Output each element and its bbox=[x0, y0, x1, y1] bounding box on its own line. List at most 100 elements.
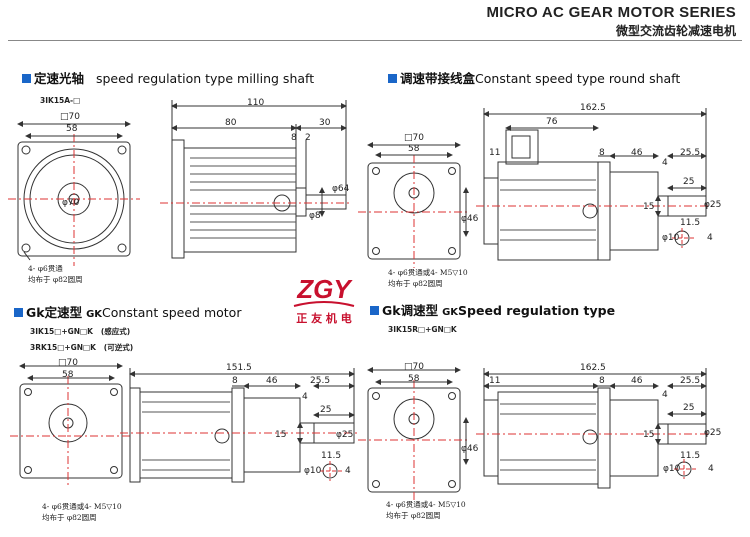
section-4-model: 3IK15R□+GN□K bbox=[388, 325, 457, 334]
dim-label: 46 bbox=[631, 376, 643, 386]
section-3-gk: GK bbox=[86, 309, 103, 320]
dim-label: □70 bbox=[60, 112, 80, 122]
s1-note-line-1: 4- φ6贯通 bbox=[28, 264, 63, 273]
section-2-cn: 调速带接线盒 bbox=[400, 71, 476, 86]
dim-label: 25.5 bbox=[310, 376, 331, 386]
section-4-gk: GK bbox=[442, 307, 459, 318]
model-1-code: 3IK15□+GN□K bbox=[30, 327, 93, 336]
company-logo: ZGY 正 友 机 电 bbox=[284, 268, 364, 342]
dim-label: 58 bbox=[66, 124, 78, 134]
s3-note-line-2: 均布于 φ82圆周 bbox=[42, 513, 97, 522]
dim-label: 25.5 bbox=[680, 148, 701, 158]
dim-label: φ8 bbox=[309, 211, 321, 221]
s2-note-line-1: 4- φ6贯通或4- M5▽10 bbox=[388, 268, 468, 277]
section-3-model-1: 3IK15□+GN□K (感应式) bbox=[30, 326, 130, 337]
dim-label: 15 bbox=[643, 202, 655, 212]
dim-label: φ25 bbox=[336, 430, 354, 440]
logo-letters: ZGY bbox=[296, 274, 353, 304]
section-3-model-2: 3RK15□+GN□K (可逆式) bbox=[30, 342, 133, 353]
dim-label: 25 bbox=[683, 177, 695, 187]
dim-label: 11 bbox=[489, 376, 501, 386]
section-3-cn: 定速型 bbox=[44, 305, 83, 320]
dim-label: φ10 bbox=[304, 466, 322, 476]
s4-note-line-1: 4- φ6贯通或4- M5▽10 bbox=[386, 500, 466, 509]
dim-label: 8 bbox=[599, 376, 605, 386]
s3-side-view bbox=[120, 368, 358, 483]
s2-side-view bbox=[476, 108, 712, 261]
section-2-heading: 调速带接线盒Constant speed type round shaft bbox=[388, 68, 680, 87]
dim-label: φ10 bbox=[662, 233, 680, 243]
dim-label: 46 bbox=[266, 376, 278, 386]
dim-label: 162.5 bbox=[580, 103, 606, 113]
model-1-note: (感应式) bbox=[100, 327, 131, 336]
section-3-heading: Gk定速型 GKConstant speed motor bbox=[14, 302, 241, 321]
dim-label: φ64 bbox=[332, 184, 350, 194]
section-1-heading: 定速光轴 speed regulation type milling shaft bbox=[22, 68, 314, 87]
dim-label: 11 bbox=[489, 148, 501, 158]
dim-label: 25 bbox=[683, 403, 695, 413]
dim-label: 46 bbox=[631, 148, 643, 158]
dim-label: 25 bbox=[320, 405, 332, 415]
dim-label: 4 bbox=[302, 392, 308, 402]
s1-side-view bbox=[160, 100, 350, 259]
section-bullet-icon bbox=[22, 74, 31, 83]
dim-label: 15 bbox=[643, 430, 655, 440]
dim-label: 151.5 bbox=[226, 363, 252, 373]
section-4-heading: Gk调速型 GKSpeed regulation type bbox=[370, 300, 615, 319]
dim-label: 15 bbox=[275, 430, 287, 440]
dim-label: 11.5 bbox=[680, 218, 701, 228]
section-1-cn: 定速光轴 bbox=[34, 71, 85, 86]
dim-label: 4 bbox=[345, 466, 351, 476]
section-bullet-icon bbox=[14, 308, 23, 317]
s3-front-view bbox=[10, 363, 132, 488]
dim-label: 8 bbox=[291, 133, 297, 143]
dim-label: φ70 bbox=[62, 198, 80, 208]
section-2-en: Constant speed type round shaft bbox=[475, 71, 681, 86]
dim-label: 58 bbox=[62, 370, 74, 380]
dim-label: □70 bbox=[58, 358, 78, 368]
dim-label: 58 bbox=[408, 374, 420, 384]
dim-label: 4 bbox=[662, 390, 668, 400]
section-bullet-icon bbox=[388, 74, 397, 83]
s3-note-line-1: 4- φ6贯通或4- M5▽10 bbox=[42, 502, 122, 511]
s4-front-view bbox=[358, 367, 470, 500]
s1-note-line-2: 均布于 φ82圆周 bbox=[28, 275, 83, 284]
dim-label: □70 bbox=[404, 133, 424, 143]
dim-label: 4 bbox=[707, 233, 713, 243]
dim-label: 8 bbox=[232, 376, 238, 386]
dim-label: 4 bbox=[708, 464, 714, 474]
dim-label: φ25 bbox=[704, 200, 722, 210]
dim-label: □70 bbox=[404, 362, 424, 372]
dim-label: φ46 bbox=[461, 444, 479, 454]
dim-label: 76 bbox=[546, 117, 558, 127]
s4-note-line-2: 均布于 φ82圆周 bbox=[386, 511, 441, 520]
section-1-en: speed regulation type milling shaft bbox=[95, 71, 315, 86]
dim-label: φ25 bbox=[704, 428, 722, 438]
dim-label: 2 bbox=[305, 133, 311, 143]
dim-label: 4 bbox=[662, 158, 668, 168]
model-2-code: 3RK15□+GN□K bbox=[30, 343, 96, 352]
dim-label: 8 bbox=[599, 148, 605, 158]
dim-label: 11.5 bbox=[680, 451, 701, 461]
header-divider bbox=[8, 40, 742, 41]
dim-label: 80 bbox=[225, 118, 237, 128]
dim-label: 162.5 bbox=[580, 363, 606, 373]
s1-front-view bbox=[8, 121, 140, 266]
dim-label: 30 bbox=[319, 118, 331, 128]
section-4-prefix: Gk bbox=[382, 303, 401, 318]
section-4-cn: 调速型 bbox=[400, 303, 439, 318]
section-1-model: 3IK15A-□ bbox=[40, 96, 81, 105]
section-4-en: Speed regulation type bbox=[458, 303, 616, 318]
section-bullet-icon bbox=[370, 306, 379, 315]
series-title: MICRO AC GEAR MOTOR SERIES bbox=[486, 4, 736, 21]
s4-side-view bbox=[476, 368, 712, 489]
model-2-note: (可逆式) bbox=[103, 343, 134, 352]
dim-label: φ46 bbox=[461, 214, 479, 224]
zgy-logo-icon: ZGY 正 友 机 电 bbox=[293, 274, 355, 325]
series-title-cn: 微型交流齿轮减速电机 bbox=[615, 24, 736, 38]
dim-label: 25.5 bbox=[680, 376, 701, 386]
dim-label: φ10 bbox=[663, 464, 681, 474]
dim-label: 11.5 bbox=[321, 451, 342, 461]
logo-cn: 正 友 机 电 bbox=[296, 311, 352, 325]
